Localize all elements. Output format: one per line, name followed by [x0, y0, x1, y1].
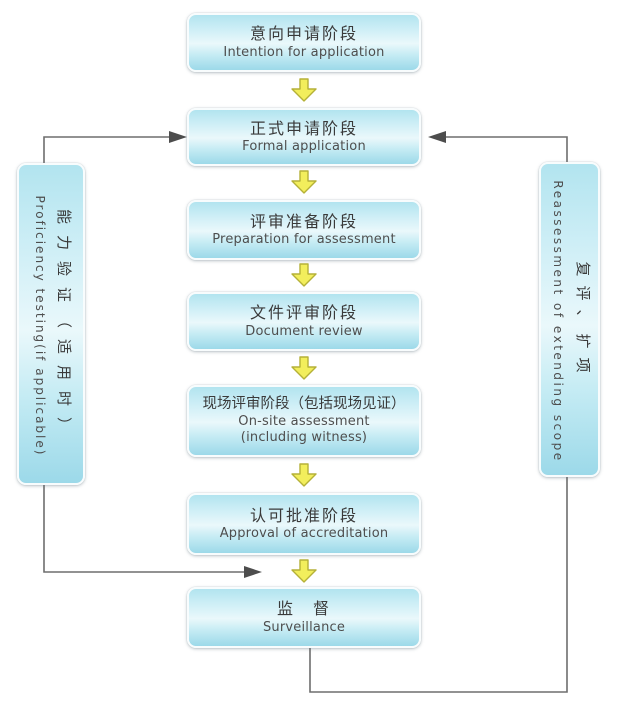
side-box-proficiency-testing: 能力验证（适用时） Proficiency testing(if applica…: [17, 163, 85, 485]
down-arrow-icon: [291, 78, 317, 102]
step-label-en: Intention for application: [223, 44, 385, 60]
step-box-formal-application: 正式申请阶段 Formal application: [187, 108, 421, 166]
down-arrow-icon: [291, 263, 317, 287]
down-arrow-icon: [291, 356, 317, 380]
step-box-intention: 意向申请阶段 Intention for application: [187, 13, 421, 72]
arrowhead-into-surveillance-junction-icon: [244, 566, 262, 578]
side-label-zh: 能力验证（适用时）: [54, 208, 73, 443]
step-label-en: On-site assessment: [238, 413, 370, 429]
step-box-approval: 认可批准阶段 Approval of accreditation: [187, 493, 421, 555]
step-label-en: Approval of accreditation: [219, 526, 389, 542]
side-box-reassessment: 复评、扩项 Reassessment of extending scope: [539, 162, 600, 477]
side-label-en: Reassessment of extending scope: [551, 180, 566, 463]
connector-right-top: [438, 136, 568, 162]
step-label-en2: (including witness): [240, 430, 368, 446]
step-label-zh: 文件评审阶段: [249, 303, 358, 323]
step-label-zh: 认可批准阶段: [249, 505, 358, 525]
step-label-en: Formal application: [242, 139, 366, 155]
side-label-en: Proficiency testing(if applicable): [33, 195, 48, 457]
down-arrow-icon: [291, 170, 317, 194]
step-label-zh: 现场评审阶段（包括现场见证）: [202, 395, 406, 412]
down-arrow-icon: [291, 559, 317, 583]
step-label-zh: 评审准备阶段: [249, 211, 358, 231]
step-box-onsite-assessment: 现场评审阶段（包括现场见证） On-site assessment (inclu…: [187, 385, 421, 457]
step-label-zh: 意向申请阶段: [249, 24, 358, 44]
arrowhead-into-formal-left-icon: [169, 131, 187, 143]
step-label-en: Preparation for assessment: [212, 232, 396, 248]
step-box-surveillance: 监 督 Surveillance: [187, 587, 421, 648]
side-label-zh: 复评、扩项: [573, 261, 592, 382]
down-arrow-icon: [291, 463, 317, 487]
step-box-document-review: 文件评审阶段 Document review: [187, 292, 421, 351]
step-box-preparation: 评审准备阶段 Preparation for assessment: [187, 200, 421, 260]
arrowhead-into-formal-right-icon: [428, 131, 446, 143]
connector-left-top: [43, 136, 177, 163]
step-label-en: Surveillance: [262, 619, 346, 635]
step-label-en: Document review: [245, 323, 363, 339]
step-label-zh: 正式申请阶段: [249, 118, 358, 138]
step-label-zh: 监 督: [276, 599, 331, 619]
